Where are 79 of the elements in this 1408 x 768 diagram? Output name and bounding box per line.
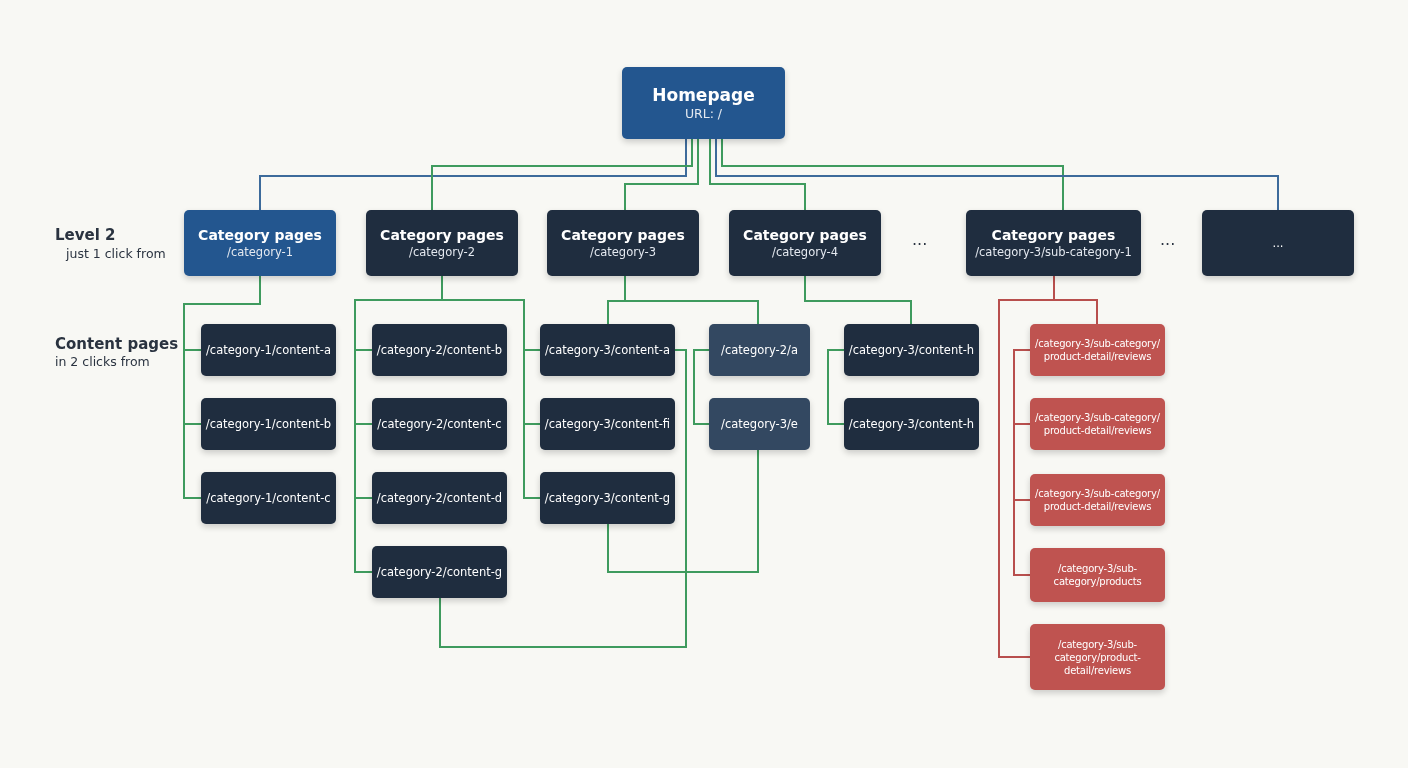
connector-line: [431, 138, 693, 211]
content-page-box: [844, 324, 979, 376]
connector-line: [439, 349, 687, 648]
url-path: /category-3/sub-category/ product-detail/reviews: [1034, 487, 1161, 513]
url-path: /category-3/sub-category-1: [975, 244, 1132, 260]
connector-line: [1013, 349, 1031, 576]
node-title: Homepage: [652, 83, 755, 106]
connector-line: [715, 138, 1279, 211]
connector-line: [804, 275, 912, 325]
url-path: /category-3/content-fi: [544, 416, 671, 432]
level-heading: Content pages: [55, 335, 179, 353]
product-page-box: [1030, 624, 1165, 690]
url-path: /category-3/content-h: [848, 342, 975, 358]
url-path: /category-3/content-g: [544, 490, 671, 506]
content-page-box: [540, 472, 675, 524]
product-page-box: [1030, 398, 1165, 450]
content-page-box: [372, 546, 507, 598]
node-title: Category pages: [198, 226, 322, 245]
connector-line: [183, 275, 261, 499]
node-title: Category pages: [743, 226, 867, 245]
content-page-box: [709, 398, 810, 450]
url-path: /category-2: [409, 244, 475, 260]
node-title: Category pages: [561, 226, 685, 245]
level-note: just 1 click from: [66, 246, 166, 261]
url-path: /category-3/sub-category/ product-detail/reviews: [1034, 411, 1161, 437]
content-page-box: [372, 324, 507, 376]
url-path: /category-4: [772, 244, 838, 260]
category-box: [729, 210, 881, 276]
url-path: /category-3/content-h: [848, 416, 975, 432]
url-path: /category-1/content-c: [206, 490, 331, 506]
url-path: /category-2/content-g: [376, 564, 503, 580]
connector-line: [441, 275, 541, 499]
content-page-box: [201, 324, 336, 376]
category-box: [547, 210, 699, 276]
url-path: /category-3/sub- category/products: [1052, 562, 1143, 588]
product-page-box: [1030, 474, 1165, 526]
content-page-box: [372, 398, 507, 450]
url-path: /category-1/content-a: [205, 342, 332, 358]
connector-line: [693, 349, 710, 425]
url-path: /category-3/sub- category/product- detail/reviews: [1053, 637, 1142, 677]
category-box: [1202, 210, 1354, 276]
connector-line: [709, 138, 806, 211]
url-path: /category-2/content-b: [376, 342, 503, 358]
ellipsis-text: ...: [912, 230, 928, 249]
product-page-box: [1030, 548, 1165, 602]
url-path: /category-3/content-a: [544, 342, 671, 358]
connector-line: [624, 275, 759, 325]
url-path: /category-2/content-d: [376, 490, 503, 506]
content-page-box: [844, 398, 979, 450]
url-path: URL: /: [684, 105, 723, 123]
url-path: /category-2/content-c: [377, 416, 502, 432]
connector-line: [607, 449, 759, 573]
product-page-box: [1030, 324, 1165, 376]
category-box: [184, 210, 336, 276]
url-path: /category-3/e: [721, 416, 798, 432]
category-box: [966, 210, 1141, 276]
level-heading: Level 2: [55, 226, 116, 244]
content-page-box: [540, 398, 675, 450]
homepage-box: [622, 67, 785, 139]
content-page-box: [709, 324, 810, 376]
connector-line: [624, 138, 699, 211]
ellipsis-text: ...: [1272, 235, 1284, 251]
url-path: /category-2/a: [721, 342, 798, 358]
ellipsis-text: ...: [1160, 230, 1176, 249]
url-path: /category-3: [590, 244, 656, 260]
content-page-box: [372, 472, 507, 524]
connector-line: [827, 349, 845, 425]
content-page-box: [201, 472, 336, 524]
url-path: /category-1: [227, 244, 293, 260]
content-page-box: [201, 398, 336, 450]
node-title: Category pages: [380, 226, 504, 245]
connector-line: [259, 138, 687, 211]
connector-line: [721, 138, 1064, 211]
category-box: [366, 210, 518, 276]
level-note: in 2 clicks from: [55, 354, 150, 369]
url-path: /category-3/sub-category/ product-detail/reviews: [1034, 337, 1161, 363]
node-title: Category pages: [991, 226, 1116, 245]
content-page-box: [540, 324, 675, 376]
url-path: /category-1/content-b: [205, 416, 332, 432]
